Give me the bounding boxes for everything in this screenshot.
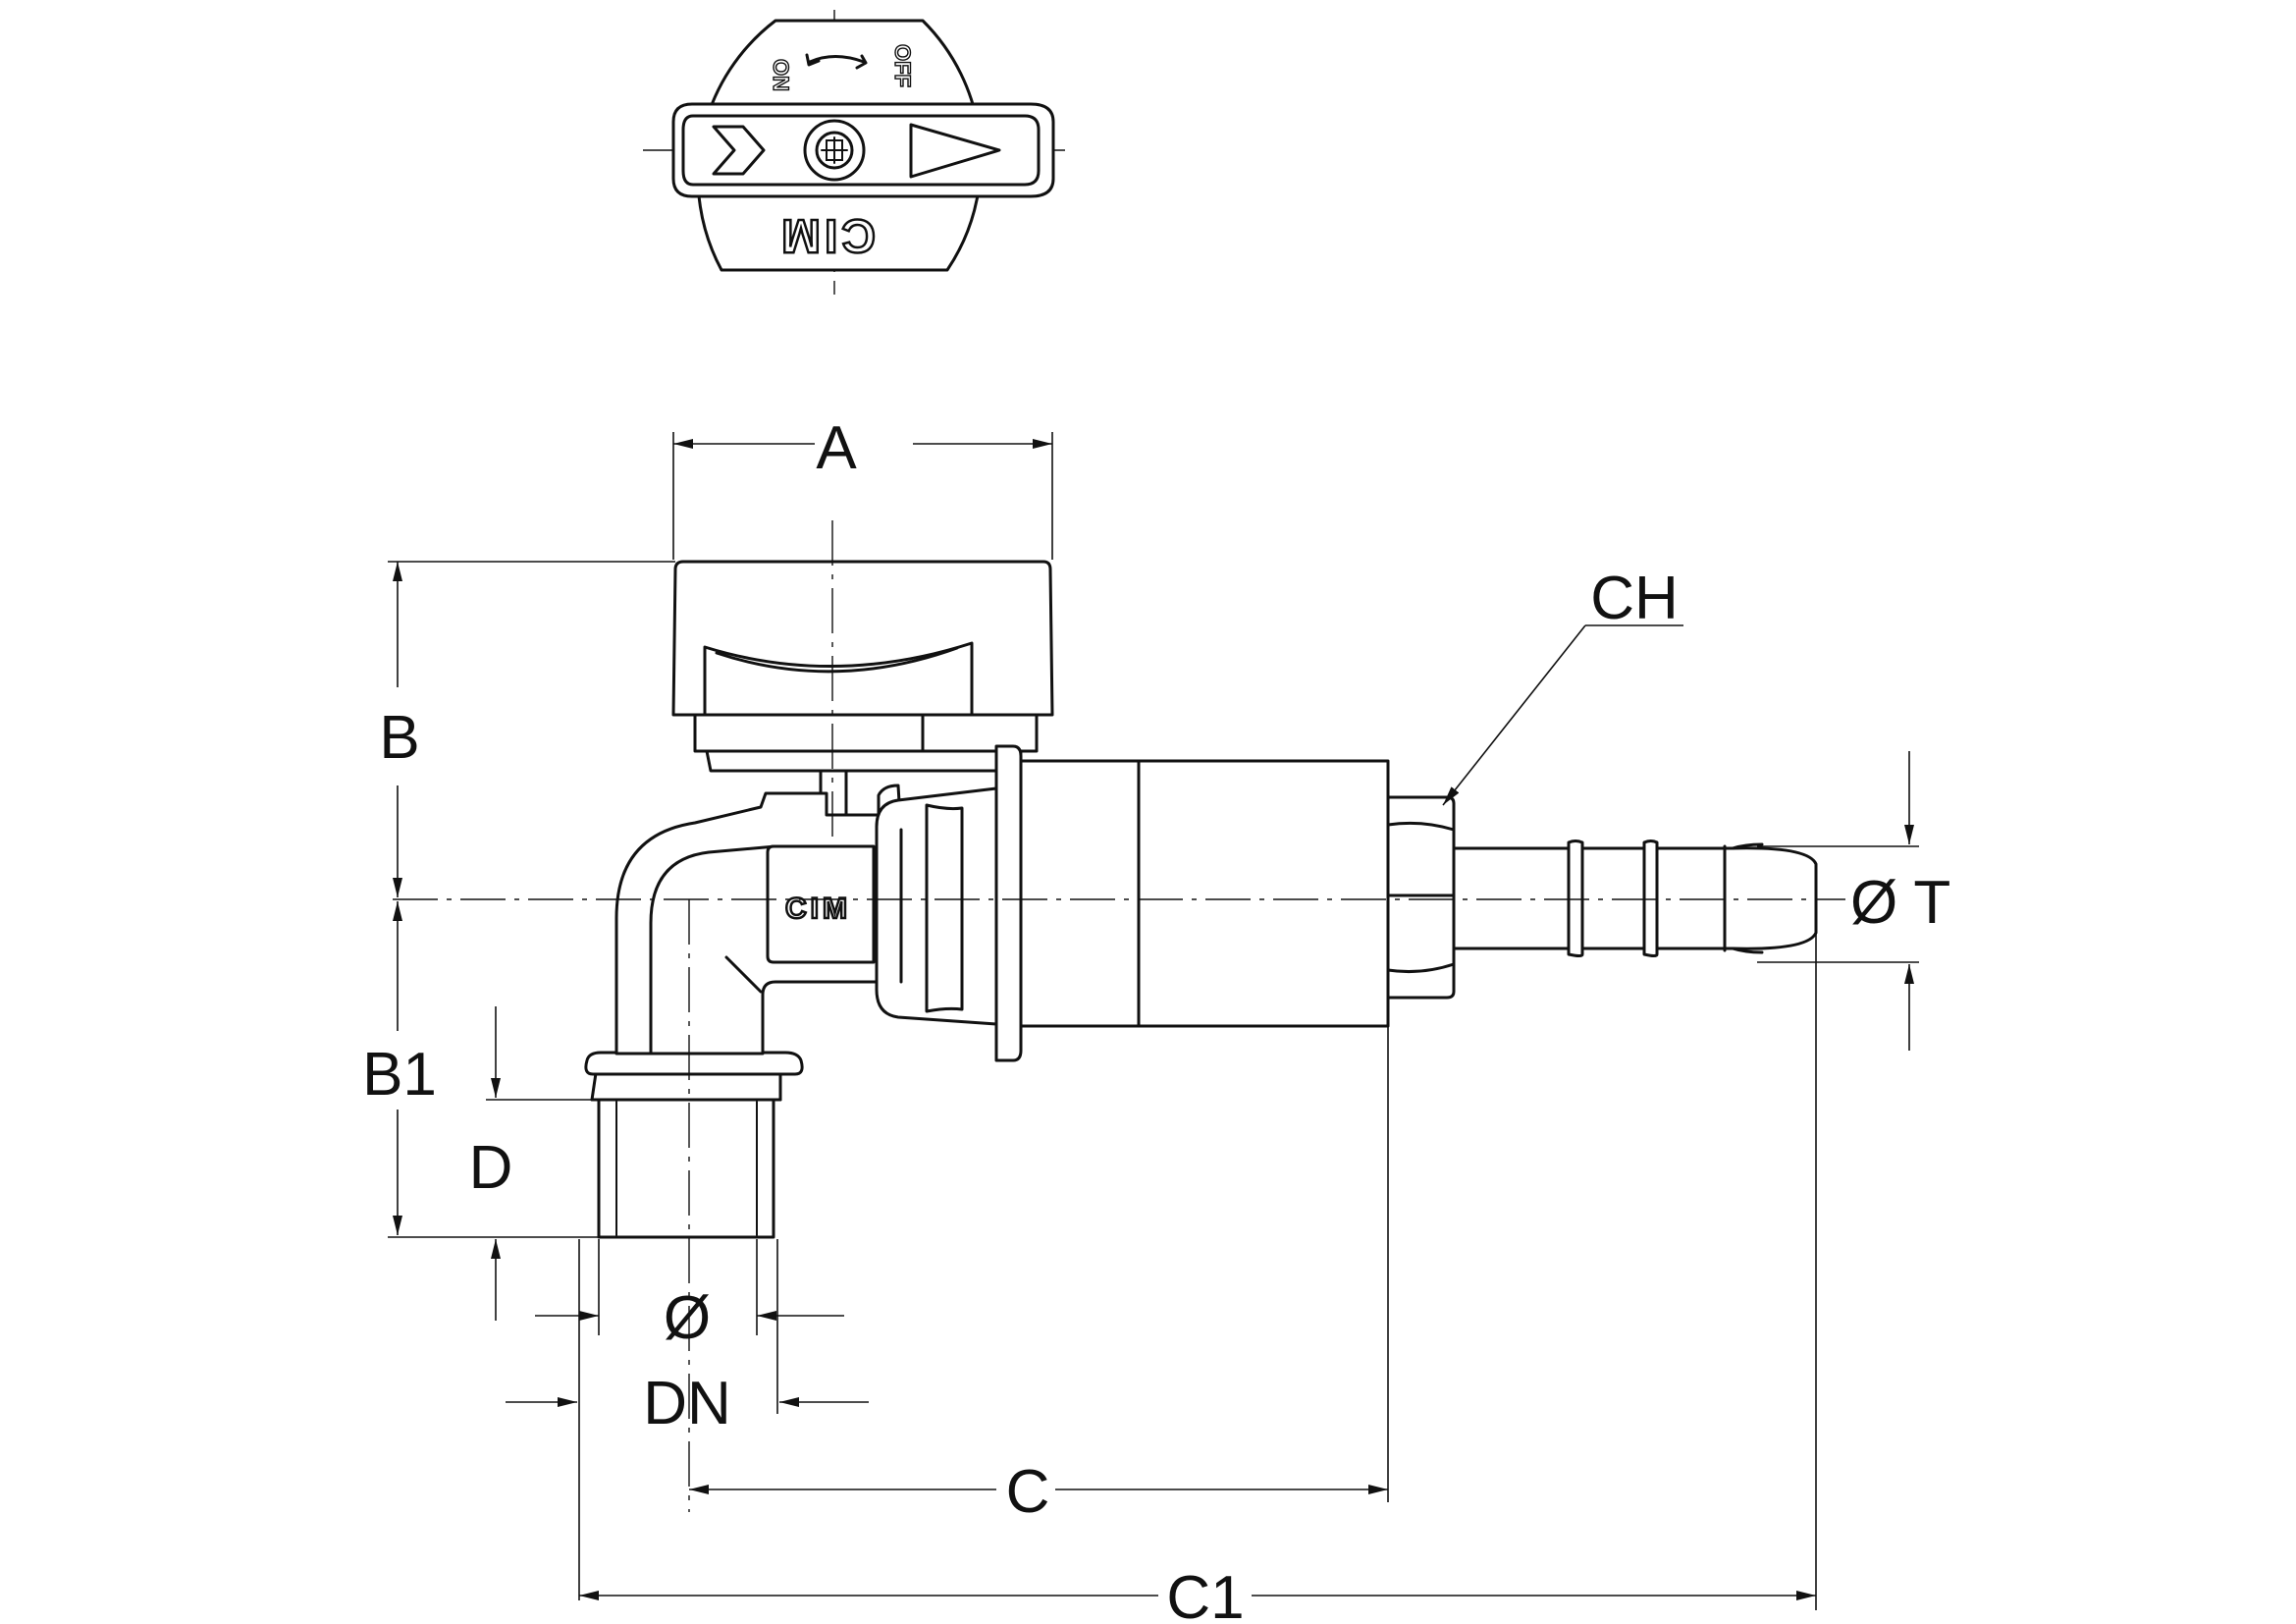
dimensions: A B B1 D Ø (362, 414, 1950, 1624)
valve-side-view: CIM (584, 560, 1818, 1239)
on-label: ON (769, 59, 793, 91)
dimension-ch: CH (1442, 565, 1683, 806)
label-c: C (1006, 1458, 1050, 1526)
label-dn: DN (643, 1370, 731, 1437)
dimension-a: A (672, 414, 1053, 560)
label-b: B (379, 704, 419, 772)
chevron-arrow-icon (712, 125, 766, 176)
hose-tail (1452, 846, 1818, 950)
main-cylinder (1019, 759, 1390, 1028)
dimension-b: B (379, 561, 675, 897)
dimension-c: C (689, 1026, 1389, 1526)
body-brand-logo: CIM (785, 893, 851, 925)
off-label: OFF (890, 44, 915, 87)
dimension-dn: DN (506, 1239, 869, 1600)
centre-lines (393, 520, 1845, 1512)
dimension-c1: C1 (579, 933, 1817, 1624)
triangle-arrow-icon (909, 123, 1001, 179)
rotation-arrow-icon (808, 55, 866, 64)
screw-icon (803, 119, 866, 182)
label-b1: B1 (362, 1041, 437, 1109)
label-dia-t: Ø T (1850, 869, 1950, 937)
dimension-dia-t: Ø T (1757, 751, 1950, 1051)
label-dia: Ø (664, 1284, 711, 1352)
thread-stub (590, 1071, 782, 1239)
dimension-d: D (469, 1006, 592, 1321)
dimension-dia: Ø (535, 1239, 844, 1352)
handle-top-view: ON OFF CIM (643, 10, 1065, 295)
label-c1: C1 (1166, 1564, 1244, 1624)
union-nut (875, 786, 998, 1026)
label-d: D (469, 1134, 513, 1202)
dimension-b1: B1 (362, 901, 599, 1238)
label-ch: CH (1590, 565, 1679, 632)
handle-cap (671, 560, 1054, 717)
knob-brand-logo: CIM (777, 209, 876, 261)
label-a: A (816, 414, 857, 482)
